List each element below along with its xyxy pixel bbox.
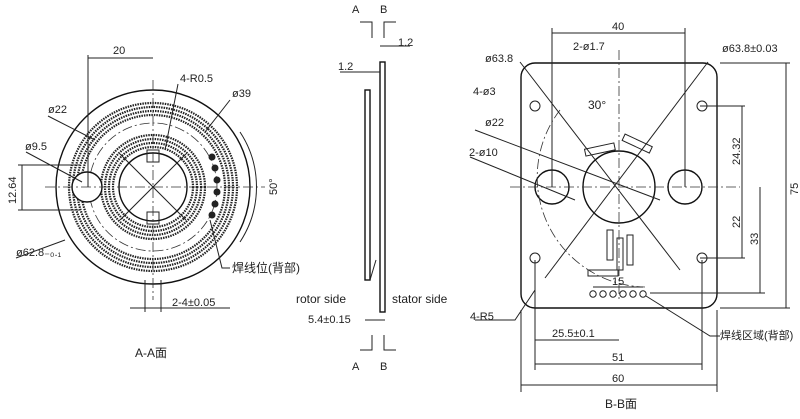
dim-2-dia-10: 2-ø10: [469, 147, 498, 159]
solder-pads-bb: [589, 290, 647, 298]
section-a-bottom: A: [352, 361, 360, 373]
solder-note-aa: 焊线位(背部): [232, 260, 300, 275]
sensor-components: [583, 133, 653, 277]
dim-dia-22-bb: ø22: [485, 117, 504, 129]
rotor-side-label: rotor side: [296, 292, 346, 306]
dim-dia-63-8-tol: ø63.8±0.03: [722, 43, 778, 55]
dim-22-vertical: 22: [731, 216, 743, 228]
dim-2-dia-1-7: 2-ø1.7: [573, 41, 605, 53]
side-view: A B 1.2 1.2 rotor side stator side 5.4±0…: [296, 4, 448, 373]
dim-51: 51: [612, 352, 624, 364]
stator-side-label: stator side: [392, 292, 448, 306]
dim-dia-63-8: ø63.8: [485, 53, 513, 65]
dim-dia-9-5: ø9.5: [25, 141, 47, 153]
rotor-board: [364, 89, 371, 281]
dim-dia-62-8: ø62.8₋₀.₁: [16, 247, 62, 259]
rotor-view-aa: 20 4-R0.5 ø39 ø22 ø9.5 12.64 50° ø62.8₋₀…: [7, 45, 300, 360]
dim-40: 40: [612, 21, 624, 33]
dim-33: 33: [749, 233, 761, 245]
dim-4-r0-5: 4-R0.5: [180, 73, 213, 85]
solder-pads: [208, 153, 221, 219]
stator-view-bb: 40 2-ø1.7 ø63.8 ø63.8±0.03 4-ø3 30° ø22 …: [469, 21, 800, 411]
dim-20: 20: [113, 45, 125, 57]
dim-12-64: 12.64: [7, 176, 19, 204]
section-a-top: A: [352, 4, 360, 16]
dim-slot-width: 2-4±0.05: [172, 297, 215, 309]
section-b-top: B: [380, 4, 387, 16]
dim-15: 15: [612, 276, 624, 288]
dim-75: 75: [789, 183, 800, 195]
dim-dia-22: ø22: [48, 104, 67, 116]
dim-60: 60: [612, 373, 624, 385]
dim-angle-50: 50°: [268, 178, 280, 195]
dim-gap: 5.4±0.15: [308, 314, 351, 326]
view-title-bb: B-B面: [605, 397, 637, 411]
dim-4-r5: 4-R5: [470, 311, 494, 323]
dim-25-5: 25.5±0.1: [552, 328, 595, 340]
solder-note-bb: 焊线区域(背部): [720, 328, 793, 342]
section-b-bottom: B: [380, 361, 387, 373]
dim-thickness-left: 1.2: [338, 61, 353, 73]
dim-angle-30: 30°: [588, 98, 606, 112]
stator-board: [379, 61, 386, 313]
dim-4-dia-3: 4-ø3: [473, 86, 496, 98]
dim-24-32: 24.32: [731, 137, 743, 165]
dim-thickness-right: 1.2: [398, 37, 413, 49]
view-title-aa: A-A面: [135, 346, 167, 360]
dim-dia-39: ø39: [232, 88, 251, 100]
